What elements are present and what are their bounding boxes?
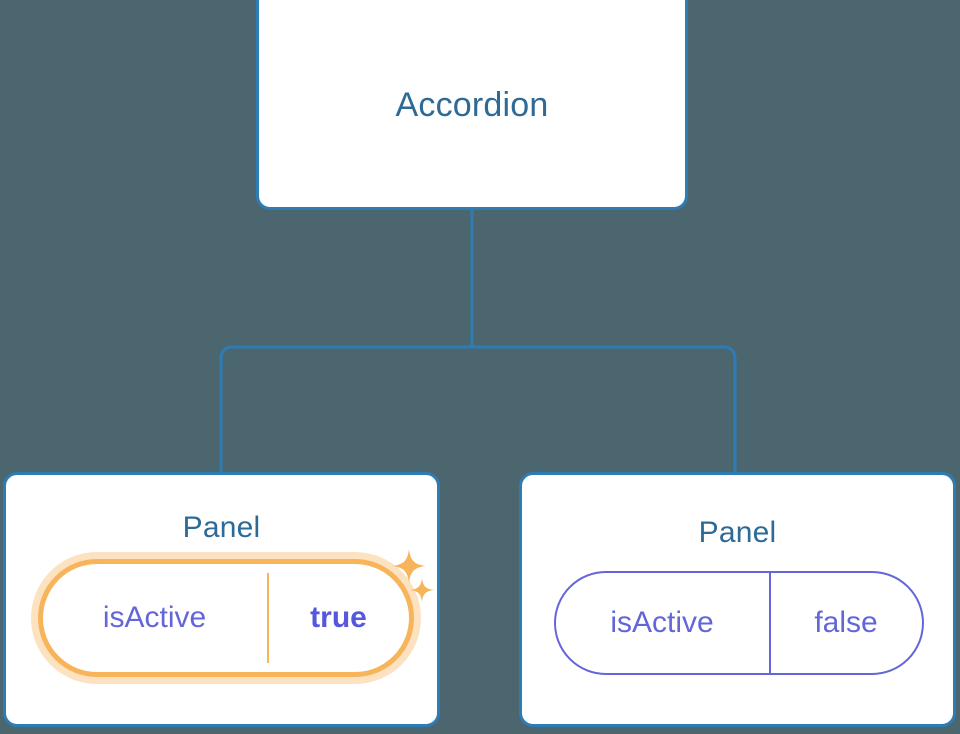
prop-pill-isactive-true[interactable]: isActive true (37, 559, 414, 677)
connector-branch-right (472, 345, 737, 472)
prop-pill-isactive-false[interactable]: isActive false (553, 571, 924, 675)
node-panel-active-title: Panel (182, 511, 261, 544)
node-panel-inactive[interactable]: Panel isActive false (519, 472, 956, 727)
node-panel-inactive-title: Panel (698, 516, 777, 549)
prop-divider (768, 573, 771, 673)
prop-pill-wrapper-active: isActive true (37, 559, 414, 677)
node-accordion[interactable]: Accordion (256, 0, 688, 210)
prop-value: false (814, 606, 878, 639)
prop-divider (266, 573, 269, 663)
connector-branch-left (219, 345, 472, 472)
node-panel-active[interactable]: Panel isActive true (3, 472, 440, 727)
prop-pill-wrapper-inactive: isActive false (553, 571, 924, 675)
node-accordion-title: Accordion (395, 85, 549, 124)
prop-value: true (310, 601, 367, 634)
prop-key: isActive (610, 606, 714, 639)
prop-key: isActive (102, 601, 207, 634)
